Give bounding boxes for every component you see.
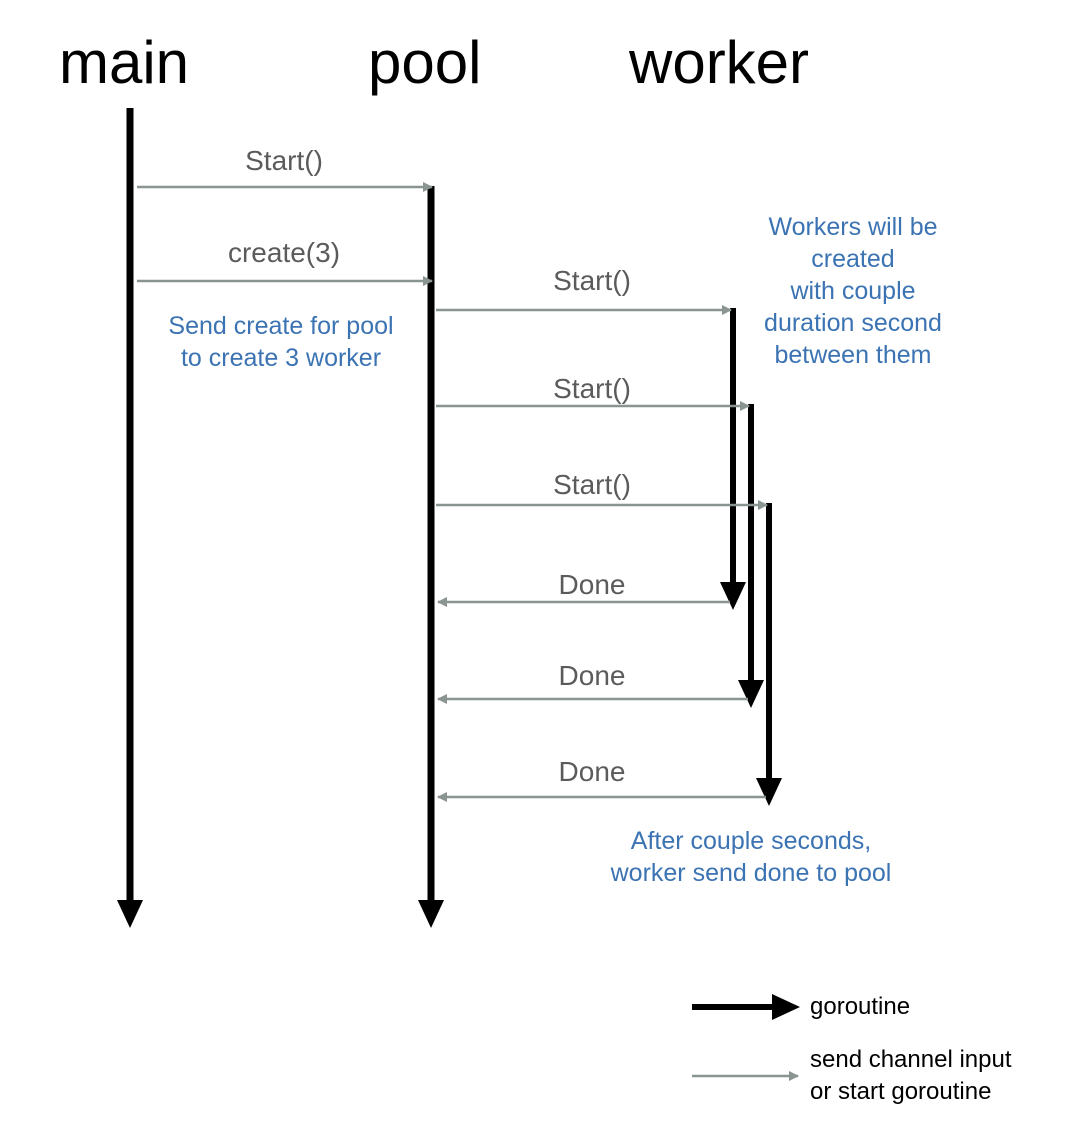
worker2-lifeline (738, 404, 764, 708)
message-label-main-start: Start() (245, 145, 323, 176)
note-done: After couple seconds, worker send done t… (610, 827, 892, 887)
pool-lifeline (418, 186, 444, 928)
legend-message-label: send channel input or start goroutine (810, 1046, 1012, 1105)
message-label-worker3-start: Start() (553, 469, 631, 500)
message-label-main-create: create(3) (227, 237, 341, 268)
message-label-worker2-done: Done (558, 660, 626, 691)
message-label-worker2-start: Start() (553, 373, 631, 404)
message-label-worker1-done: Done (558, 569, 626, 600)
note-workers: Workers will be created with couple dura… (764, 213, 942, 369)
message-label-worker3-done: Done (558, 756, 626, 787)
column-head-worker: worker (629, 29, 810, 96)
worker3-lifeline (756, 503, 782, 806)
column-head-pool: pool (368, 29, 482, 96)
message-label-worker1-start: Start() (553, 265, 631, 296)
note-create: Send create for pool to create 3 worker (168, 312, 394, 372)
legend-goroutine-arrow-icon (692, 994, 800, 1020)
main-lifeline (117, 108, 143, 928)
worker1-lifeline (720, 308, 746, 610)
column-head-main: main (59, 29, 190, 96)
legend-goroutine-label: goroutine (810, 993, 911, 1020)
